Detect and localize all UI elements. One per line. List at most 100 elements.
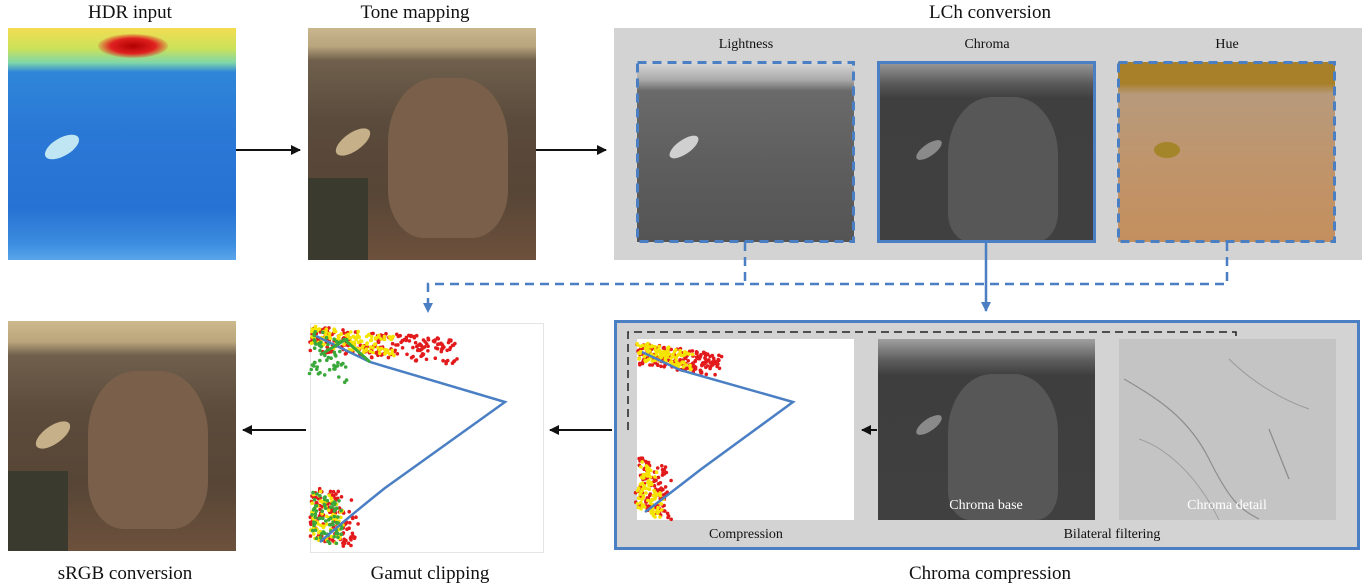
label-hue: Hue: [1215, 37, 1239, 52]
scatter-point: [391, 334, 395, 339]
scatter-point: [636, 505, 641, 510]
scatter-point: [331, 520, 335, 525]
scatter-point: [310, 327, 315, 331]
scatter-point: [653, 348, 658, 352]
gamut-clipping-plot: [310, 323, 544, 553]
scatter-point: [358, 339, 363, 343]
scatter-point: [310, 513, 314, 517]
scatter-point: [449, 339, 453, 343]
scatter-point: [336, 360, 340, 365]
scatter-point: [644, 344, 648, 349]
scatter-point: [652, 510, 657, 514]
scatter-point: [439, 349, 444, 354]
scatter-point: [379, 337, 383, 341]
scatter-point: [327, 493, 332, 498]
scatter-point: [688, 364, 692, 369]
scatter-point: [402, 337, 407, 342]
caption-gamut-clipping: Gamut clipping: [370, 563, 490, 584]
scatter-point: [701, 360, 706, 365]
scatter-point: [647, 483, 651, 488]
scatter-point: [659, 502, 664, 506]
hue-image: [1118, 62, 1335, 242]
scatter-point: [354, 515, 358, 519]
scatter-point: [451, 343, 456, 347]
scatter-point: [705, 364, 710, 368]
scatter-point: [441, 358, 445, 363]
scatter-point: [320, 330, 325, 335]
scatter-point: [341, 544, 346, 548]
scatter-point: [407, 339, 412, 343]
scatter-point: [658, 348, 662, 353]
scatter-point: [324, 327, 329, 332]
scatter-point: [651, 493, 656, 498]
scatter-point: [329, 534, 334, 539]
scatter-point: [366, 333, 371, 337]
scatter-point: [376, 340, 381, 345]
scatter-point: [339, 362, 344, 367]
scatter-point: [331, 489, 336, 494]
scatter-point: [655, 466, 660, 470]
scatter-point: [390, 341, 395, 346]
scatter-point: [656, 475, 661, 480]
scatter-point: [318, 358, 322, 363]
scatter-point: [330, 538, 335, 542]
scatter-point: [321, 516, 325, 521]
scatter-point: [328, 336, 333, 341]
scatter-point: [318, 348, 322, 353]
scatter-point: [322, 373, 327, 377]
scatter-point: [369, 334, 374, 339]
scatter-point: [348, 336, 353, 340]
scatter-point: [663, 485, 668, 489]
scatter-point: [708, 366, 712, 371]
scatter-point: [339, 532, 344, 536]
scatter-point: [328, 523, 332, 527]
scatter-point: [435, 336, 440, 340]
scatter-point: [686, 359, 690, 363]
scatter-point: [317, 327, 322, 331]
scatter-point: [648, 501, 653, 506]
scatter-point: [665, 349, 669, 354]
scatter-point: [318, 489, 323, 494]
scatter-point: [409, 334, 413, 339]
scatter-point: [341, 540, 346, 544]
scatter-point: [334, 541, 339, 546]
scatter-point: [376, 346, 380, 350]
scatter-point: [312, 532, 316, 536]
scatter-point: [329, 356, 333, 361]
scatter-point: [639, 456, 643, 461]
scatter-point: [332, 350, 337, 355]
scatter-point: [663, 509, 667, 513]
compression-scatter: [633, 341, 724, 522]
scatter-point: [319, 532, 324, 536]
scatter-point: [365, 341, 369, 345]
scatter-point: [322, 524, 326, 528]
scatter-point: [379, 346, 384, 351]
scatter-point: [715, 359, 720, 364]
scatter-point: [339, 495, 344, 499]
scatter-point: [327, 331, 332, 336]
scatter-point: [654, 352, 659, 357]
scatter-point: [316, 372, 321, 376]
scatter-point: [337, 506, 342, 510]
scatter-point: [313, 521, 318, 525]
scatter-point: [434, 346, 438, 350]
scatter-point: [658, 493, 663, 498]
scatter-point: [346, 541, 351, 546]
scatter-point: [349, 543, 353, 548]
scatter-point: [703, 351, 708, 356]
scatter-point: [717, 353, 721, 358]
scatter-point: [678, 351, 682, 356]
scatter-point: [703, 356, 707, 360]
scatter-point: [647, 349, 652, 353]
scatter-point: [373, 342, 378, 346]
scatter-point: [310, 528, 315, 533]
scatter-point: [450, 361, 455, 366]
scatter-point: [652, 497, 657, 501]
chroma-detail-image: [1119, 339, 1336, 520]
scatter-point: [311, 490, 315, 495]
scatter-point: [332, 337, 337, 342]
scatter-point: [326, 355, 331, 360]
scatter-point: [660, 467, 665, 472]
scatter-point: [314, 536, 319, 541]
scatter-point: [636, 496, 641, 501]
